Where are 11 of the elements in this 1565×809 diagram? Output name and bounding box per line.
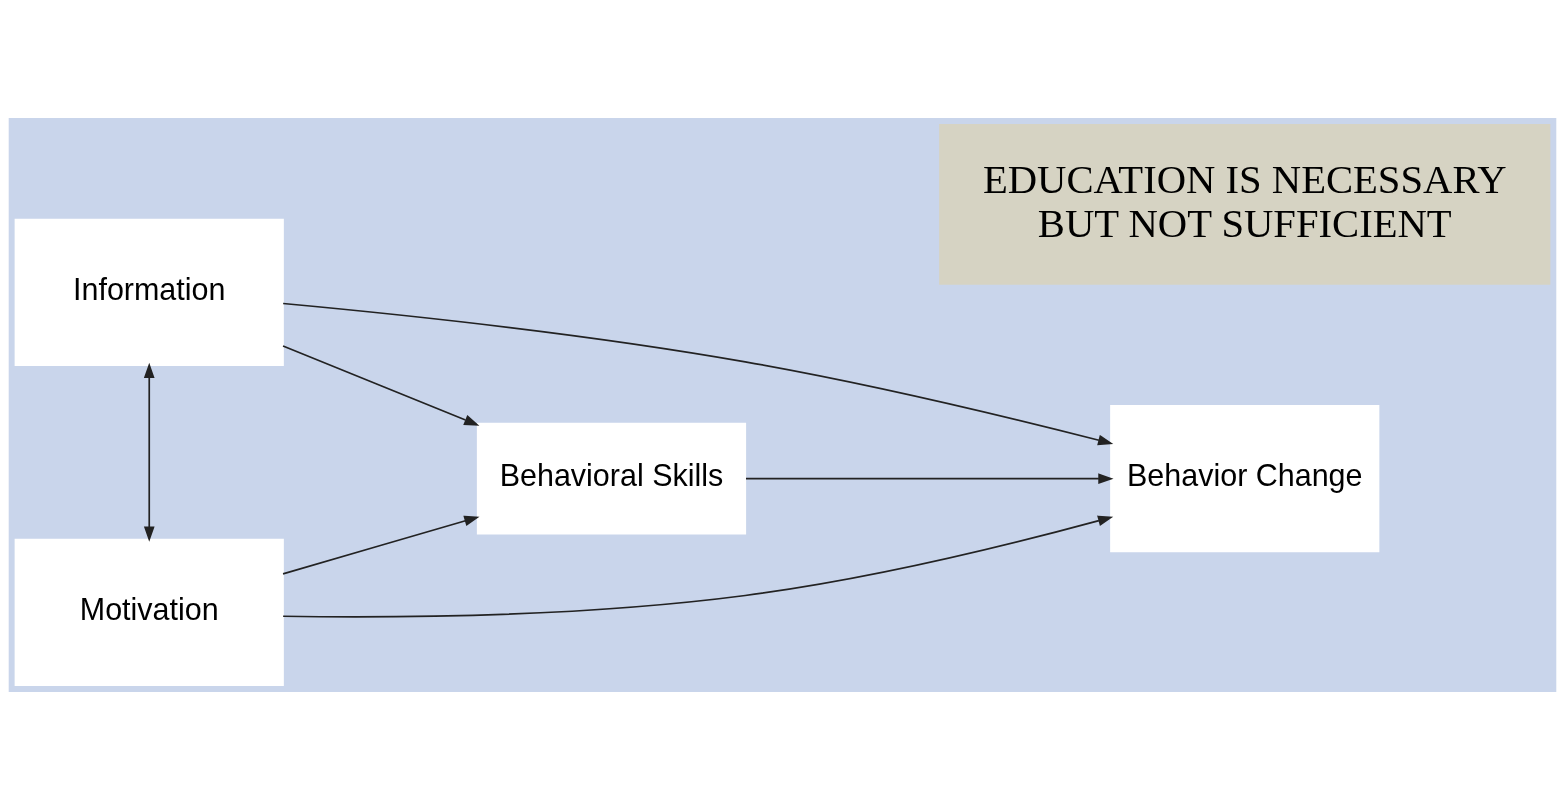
arrow <box>745 472 1114 484</box>
arrow <box>282 302 1114 445</box>
arrow <box>143 362 155 542</box>
node-box: Behavior Change <box>1110 404 1380 552</box>
arrow <box>282 344 480 426</box>
node-box: Behavioral Skills <box>476 422 747 535</box>
node-box: Motivation <box>14 538 284 686</box>
arrow <box>282 515 1114 618</box>
node-box: EDUCATION IS NECESSARY BUT NOT SUFFICIENT <box>939 123 1551 285</box>
node-box: Information <box>14 218 284 366</box>
arrow <box>282 515 480 575</box>
